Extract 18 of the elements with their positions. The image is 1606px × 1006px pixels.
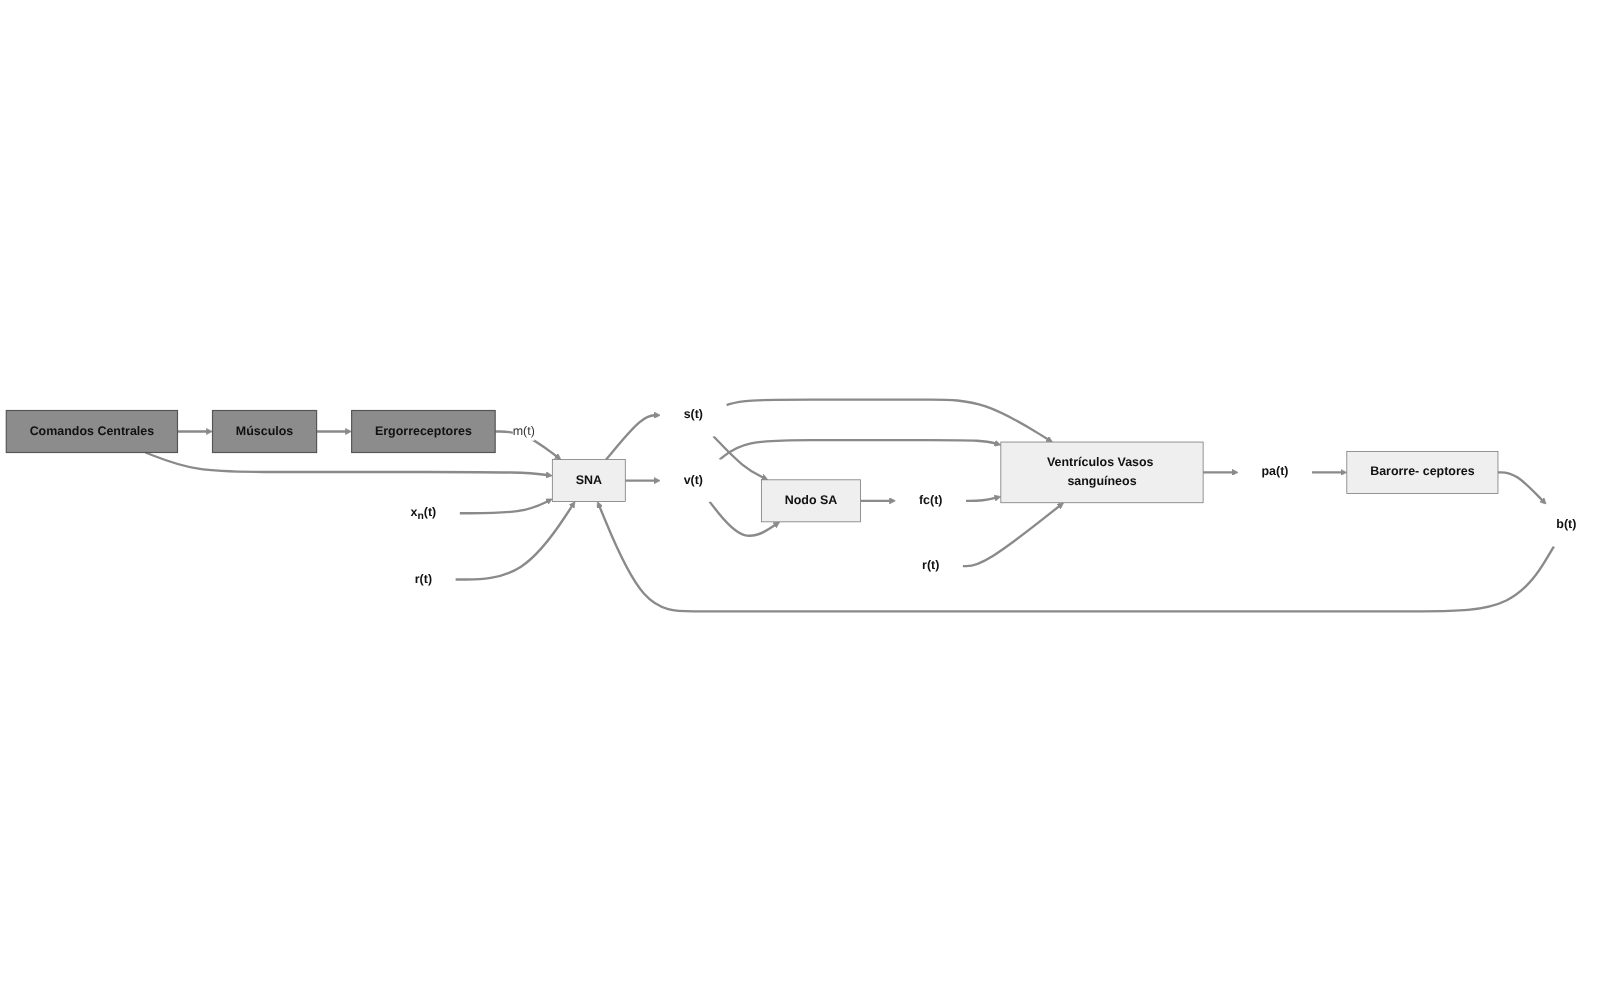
arrow	[605, 412, 661, 461]
arrow	[145, 451, 553, 479]
arrow	[1497, 471, 1547, 505]
arrow	[1311, 469, 1348, 477]
arrow	[965, 494, 1002, 503]
arrow	[316, 428, 352, 436]
arrow	[718, 439, 1002, 461]
arrow	[455, 501, 576, 581]
arrow	[596, 501, 1555, 613]
arrow	[860, 497, 896, 505]
arrow	[1203, 469, 1239, 477]
arrow	[708, 501, 781, 538]
arrow	[459, 498, 553, 515]
arrow	[962, 502, 1064, 568]
arrow	[177, 428, 213, 436]
arrow	[712, 435, 769, 481]
arrow	[625, 477, 661, 485]
arrow	[726, 398, 1053, 443]
